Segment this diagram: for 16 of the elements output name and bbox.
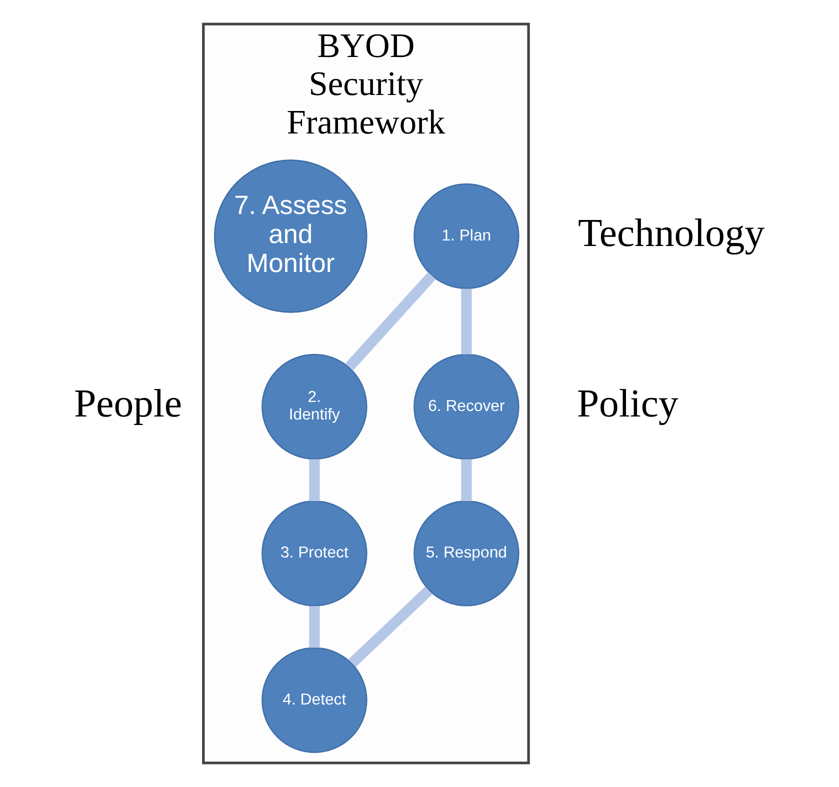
connector: [348, 586, 432, 667]
node-circle: 4. Detect: [262, 647, 368, 754]
node-circle: 1. Plan: [414, 183, 520, 290]
node-circle: 5. Respond: [414, 500, 520, 606]
node-circle: 2. Identify: [262, 354, 368, 460]
node-circle: 7. Assess and Monitor: [214, 160, 368, 313]
connector: [461, 288, 472, 354]
node-circle: 3. Protect: [262, 500, 368, 606]
label: People: [74, 382, 182, 426]
label: Policy: [577, 382, 678, 426]
label: Technology: [578, 211, 765, 256]
node-circle: 6. Recover: [414, 354, 520, 460]
connector: [309, 459, 320, 502]
connector: [309, 606, 320, 648]
connector: [461, 459, 472, 502]
connector: [345, 272, 436, 370]
